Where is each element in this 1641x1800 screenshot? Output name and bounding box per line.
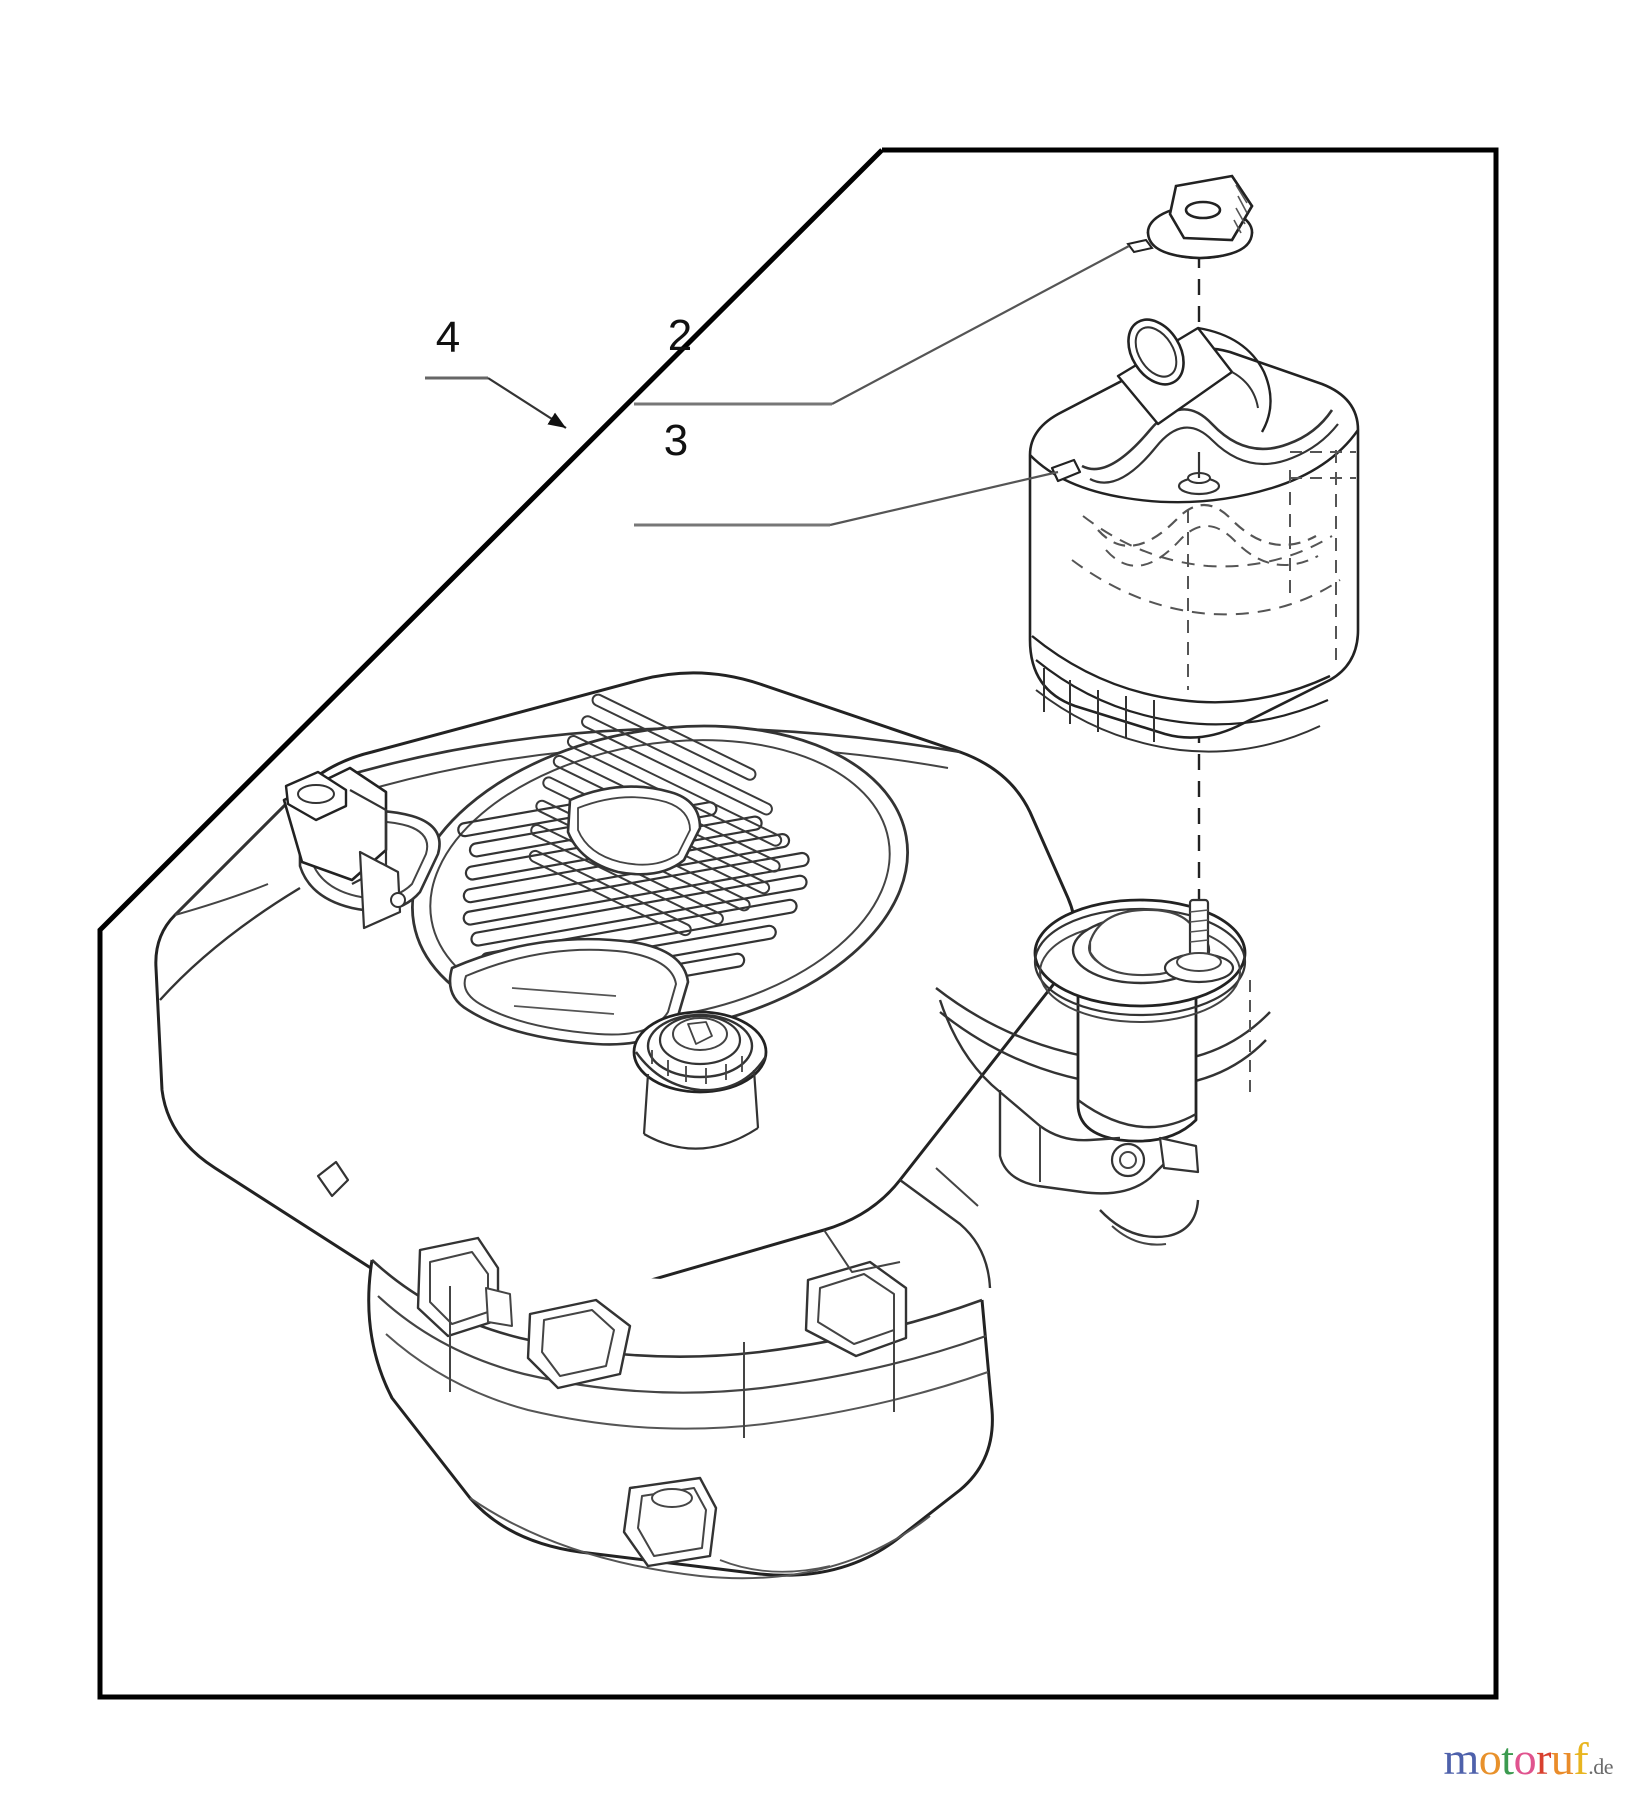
callout-2-leader [831, 245, 1130, 405]
logo-suffix: .de [1588, 1754, 1613, 1779]
logo-letter-5: u [1550, 1733, 1574, 1784]
assembly-boundary-frame [97, 147, 1499, 1700]
logo-letter-4: r [1536, 1733, 1551, 1784]
logo-letter-2: t [1501, 1733, 1514, 1784]
logo-letter-6: f [1573, 1733, 1589, 1784]
logo-letter-1: o [1478, 1733, 1502, 1784]
motoruf-logo: motoruf.de [1443, 1733, 1614, 1784]
logo-letter-0: m [1443, 1733, 1480, 1784]
engine-assembly-part [154, 671, 1271, 1580]
callout-3-leader [829, 470, 1059, 527]
callout-2-label: 2 [668, 311, 692, 360]
callout-3-label: 3 [664, 416, 688, 465]
callout-2: 2 [634, 245, 1130, 406]
callout-4-leader [487, 377, 567, 429]
oil-fill-cap [632, 1010, 768, 1150]
callout-4: 4 [425, 313, 567, 429]
callout-4-label: 4 [436, 313, 460, 362]
air-filter-base [935, 898, 1271, 1143]
logo-letter-3: o [1513, 1733, 1537, 1784]
air-cleaner-cover-part [1028, 318, 1360, 753]
callout-3: 3 [634, 416, 1059, 527]
air-cleaner-knob-part [1126, 174, 1254, 260]
